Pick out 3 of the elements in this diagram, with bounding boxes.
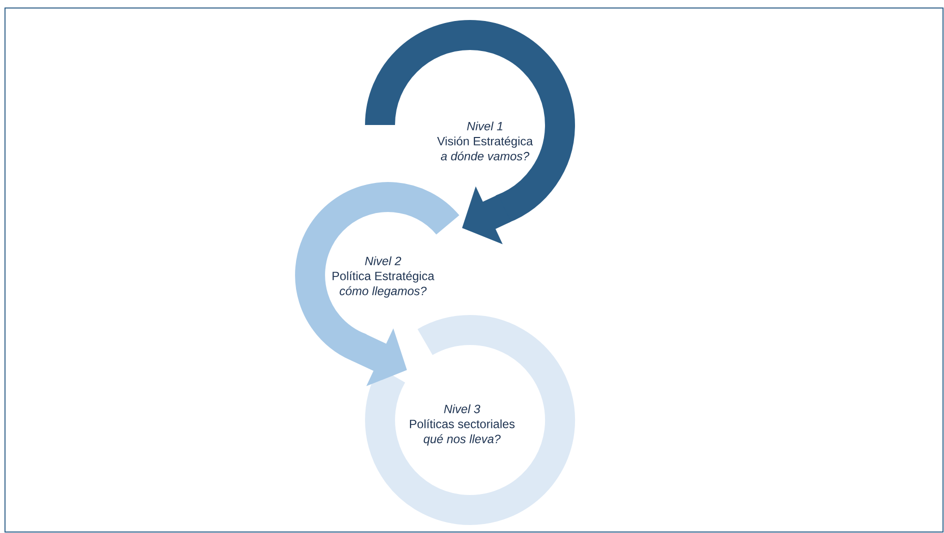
node-text: Nivel 3 Políticas sectoriales qué nos lleva?	[410, 404, 515, 446]
node-text: Nivel 2 Política Estratégica cómo llegamos?	[332, 256, 434, 298]
node-text: Nivel 1 Visión Estratégica a dónde vamos?	[437, 122, 533, 160]
